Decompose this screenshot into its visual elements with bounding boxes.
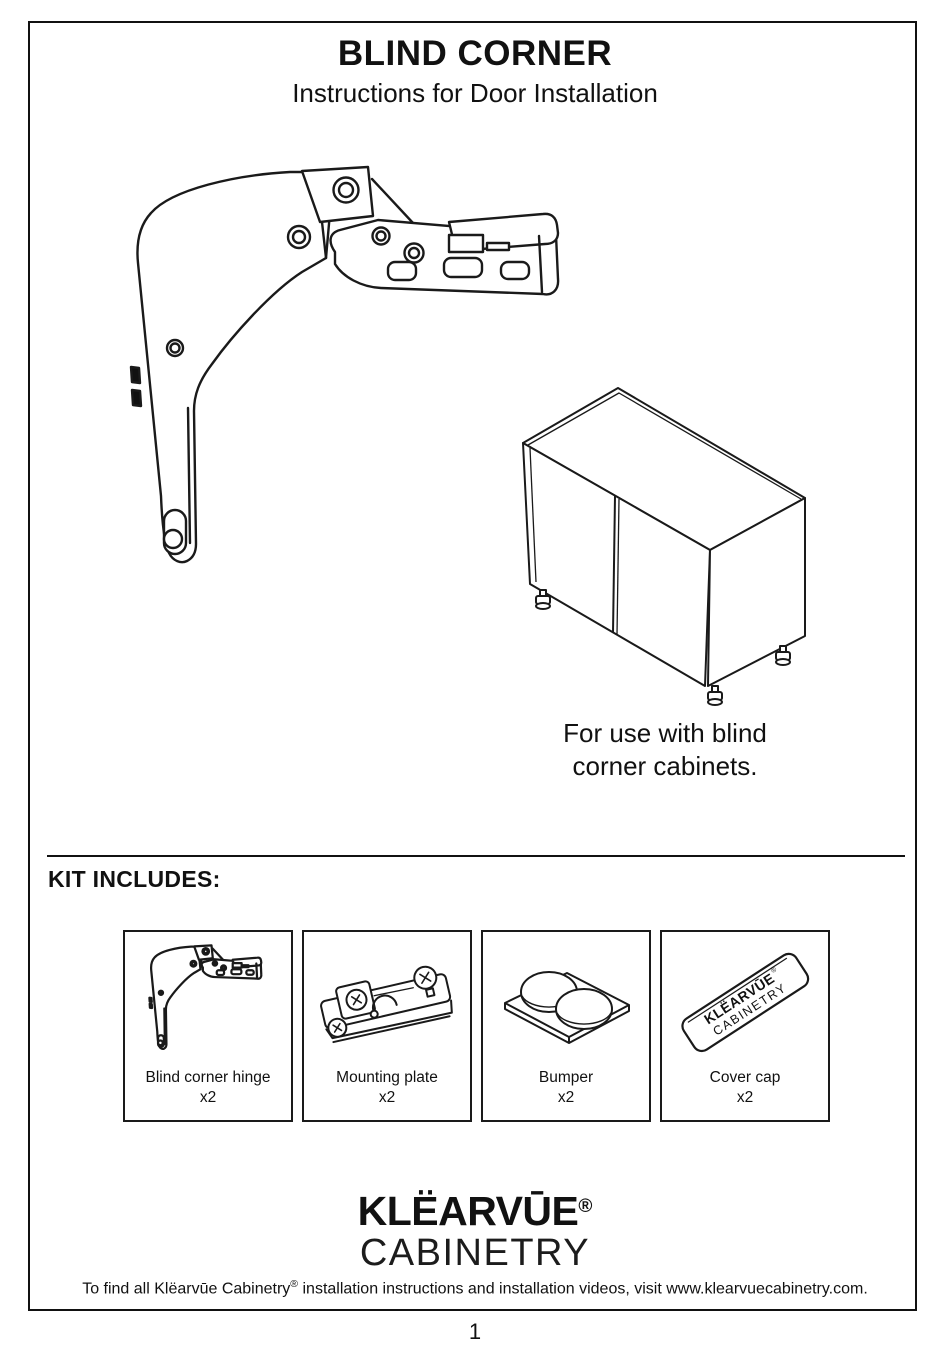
cabinet-caption-line2: corner cabinets. (572, 751, 758, 781)
kit-item-qty: x2 (736, 1089, 754, 1106)
page-border (28, 21, 917, 1311)
kit-item-label: Mounting plate (336, 1069, 438, 1086)
brand-logo: KLËARVŪE® CABINETRY (0, 1188, 950, 1275)
page-subtitle: Instructions for Door Installation (292, 78, 658, 108)
registered-mark: ® (578, 1196, 593, 1217)
kit-item-mounting-plate: Mounting plate x2 (302, 930, 472, 1122)
kit-item-cover-cap: KLËARVŪE ® CABINETRY Cover cap x2 (660, 930, 830, 1122)
cabinet-caption: For use with blind corner cabinets. (505, 717, 825, 783)
section-divider (47, 855, 905, 857)
registered-mark: ® (290, 1278, 299, 1290)
kit-item-label: Cover cap (709, 1069, 781, 1086)
blind-corner-cabinet-drawing (522, 387, 806, 706)
kit-item-blind-corner-hinge: Blind corner hinge x2 (123, 930, 293, 1122)
footer-note: To find all Klëarvūe Cabinetry® installa… (82, 1278, 868, 1298)
kit-item-qty: x2 (557, 1089, 575, 1106)
page-title: BLIND CORNER (337, 34, 613, 73)
page-number: 1 (468, 1319, 482, 1344)
cabinet-caption-line1: For use with blind (563, 718, 767, 748)
kit-items: Blind corner hinge x2 (123, 930, 830, 1122)
kit-includes-heading: KIT INCLUDES: (48, 866, 221, 892)
kit-item-qty: x2 (199, 1089, 217, 1106)
cover-cap-icon: KLËARVŪE ® CABINETRY (681, 952, 810, 1053)
kit-item-label: Bumper (538, 1069, 594, 1086)
blind-corner-hinge-icon (148, 944, 263, 1050)
kit-item-bumper: Bumper x2 (481, 930, 651, 1122)
brand-logo-subname: CABINETRY (359, 1232, 591, 1275)
kit-item-qty: x2 (378, 1089, 396, 1106)
kit-item-label: Blind corner hinge (145, 1069, 271, 1086)
brand-logo-name: KLËARVŪE® (357, 1188, 593, 1234)
bumper-icon (504, 971, 630, 1044)
mounting-plate-icon (320, 965, 453, 1044)
cover-cap-registered-mark: ® (770, 965, 779, 975)
